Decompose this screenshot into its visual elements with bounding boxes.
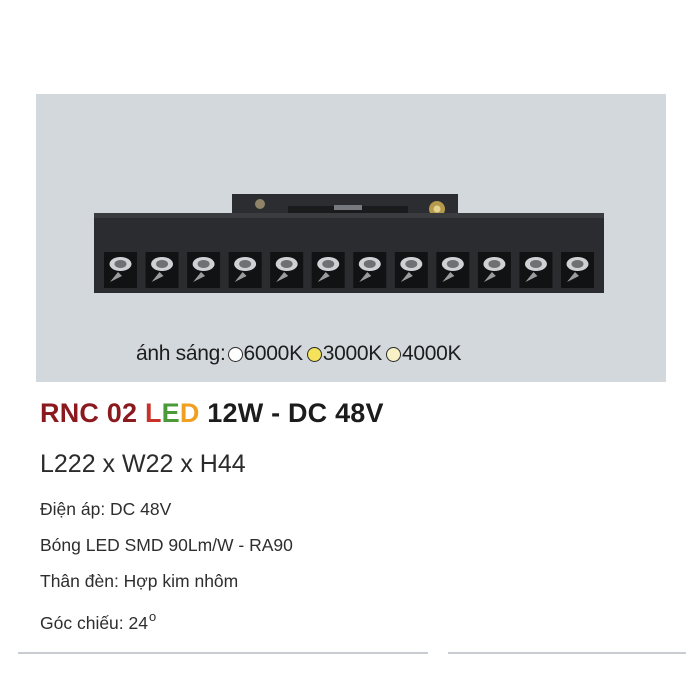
led-cell — [436, 252, 470, 288]
swatch-4000k-icon — [386, 346, 402, 362]
led-cell — [353, 252, 387, 288]
product-photo-panel: ánh sáng: 6000K 3000K 4000K — [36, 94, 666, 382]
led-cell — [270, 252, 304, 288]
divider-right — [448, 652, 686, 654]
light-body-top-edge — [94, 213, 604, 218]
led-cell — [104, 252, 137, 288]
led-cell — [519, 252, 553, 288]
spec-led: Bóng LED SMD 90Lm/W - RA90 — [40, 535, 293, 555]
connector-screw — [255, 199, 265, 209]
title-letter-e: E — [161, 398, 180, 428]
spec-body: Thân đèn: Hợp kim nhôm — [40, 571, 239, 591]
led-array — [104, 252, 594, 288]
led-cell — [394, 252, 428, 288]
title-letter-d: D — [179, 398, 200, 428]
connector-contact-core — [433, 205, 441, 213]
title-letter-l: L — [144, 398, 162, 428]
connector-slot-highlight — [334, 205, 362, 210]
color-temperature-label: ánh sáng: — [136, 342, 226, 365]
cct-option-6000k: 6000K — [227, 342, 304, 366]
cct-option-4000k: 4000K — [386, 342, 462, 366]
light-body — [94, 213, 604, 293]
divider-left — [18, 652, 428, 654]
color-temperature-row: ánh sáng: 6000K 3000K 4000K — [136, 342, 465, 366]
swatch-3000k-icon — [306, 346, 322, 362]
degree-symbol: o — [148, 609, 157, 624]
led-cell — [145, 252, 179, 288]
cct-3000k-label: 3000K — [322, 342, 383, 365]
product-dimensions: L222 x W22 x H44 — [40, 450, 246, 478]
cct-option-3000k: 3000K — [306, 342, 383, 366]
cct-6000k-label: 6000K — [243, 342, 304, 365]
title-model: RNC 02 — [40, 398, 145, 428]
spec-list: Điện áp: DC 48V Bóng LED SMD 90Lm/W - RA… — [40, 498, 293, 642]
spec-beam-angle: Góc chiếu: 24o — [40, 606, 293, 642]
led-cell — [311, 252, 345, 288]
title-rest: 12W - DC 48V — [199, 398, 384, 428]
led-cell — [477, 252, 511, 288]
led-cell — [228, 252, 262, 288]
led-cell — [187, 252, 221, 288]
spec-voltage: Điện áp: DC 48V — [40, 499, 172, 519]
track-light-image — [94, 194, 604, 293]
led-cell — [561, 252, 594, 288]
cct-4000k-label: 4000K — [402, 342, 462, 365]
product-title: RNC 02 LED 12W - DC 48V — [40, 398, 384, 429]
swatch-6000k-icon — [227, 346, 243, 362]
beam-angle-label: Góc chiếu: 24 — [40, 613, 148, 633]
